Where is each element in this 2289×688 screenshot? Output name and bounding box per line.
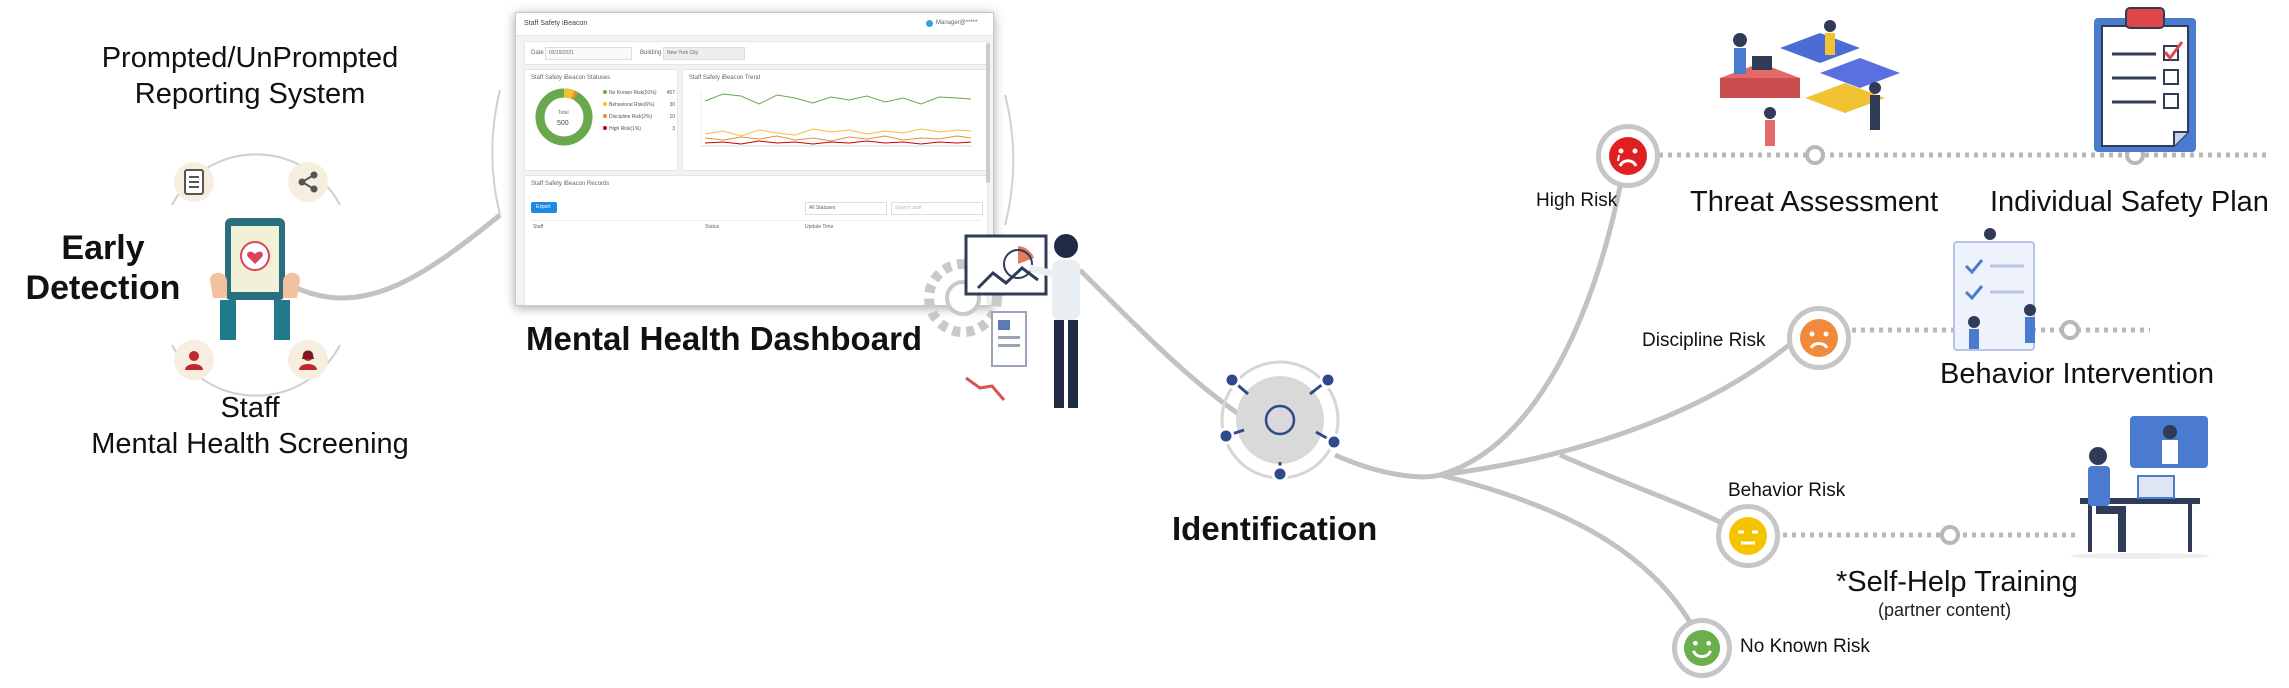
dashboard-window-title: Staff Safety iBeacon	[524, 20, 588, 27]
dashboard-header: Staff Safety iBeacon Manager@*****	[516, 13, 993, 36]
early-detection-title: Early Detection	[25, 229, 181, 307]
crying-face-icon	[1609, 137, 1647, 175]
scrollbar[interactable]	[986, 43, 990, 183]
threat-assessment-illustration	[1710, 18, 1910, 148]
avatar-icon	[926, 20, 933, 27]
trend-title: Staff Safety iBeacon Trend	[689, 75, 761, 81]
data-analyst-illustration	[918, 228, 1088, 428]
col-staff: Staff	[533, 224, 544, 230]
legend-name: High Risk(1%)	[609, 126, 641, 132]
legend-count: 10	[669, 114, 675, 120]
statuses-title: Staff Safety iBeacon Statuses	[531, 75, 611, 81]
female-user-icon	[288, 340, 328, 380]
behavior-risk-label: Behavior Risk	[1728, 480, 1846, 501]
search-staff-input[interactable]: Search staff	[891, 202, 983, 215]
legend-count: 457	[666, 90, 675, 96]
total-label: Total	[558, 110, 569, 116]
tablet-health-illustration	[205, 210, 305, 340]
records-title: Staff Safety iBeacon Records	[531, 181, 610, 187]
screening-title: Staff Mental Health Screening	[91, 392, 409, 460]
partner-content-note: (partner content)	[1878, 600, 2012, 620]
neutral-face-icon	[1729, 517, 1767, 555]
dashboard-user: Manager@*****	[936, 20, 978, 26]
legend-dot	[603, 126, 607, 130]
safety-plan-clipboard-icon	[2090, 4, 2200, 154]
legend-dot	[603, 90, 607, 94]
trend-panel: Staff Safety iBeacon Trend	[682, 69, 988, 171]
user-icon	[174, 340, 214, 380]
threat-assessment-label: Threat Assessment	[1690, 186, 1939, 218]
high-risk-label: High Risk	[1536, 190, 1618, 211]
legend-dot	[603, 102, 607, 106]
share-icon	[288, 162, 328, 202]
no-known-risk-node	[1672, 618, 1732, 678]
safety-plan-label: Individual Safety Plan	[1990, 186, 2269, 218]
legend-row: Behavioral Risk(6%) 30	[603, 102, 675, 114]
discipline-risk-label: Discipline Risk	[1642, 330, 1766, 351]
discipline-risk-node	[1787, 306, 1851, 370]
statuses-donut	[535, 88, 593, 146]
legend-count: 3	[672, 126, 675, 132]
reporting-system-title: Prompted/UnPrompted Reporting System	[101, 42, 399, 110]
identification-label: Identification	[1172, 510, 1378, 547]
statuses-panel: Staff Safety iBeacon Statuses Total 500 …	[524, 69, 678, 171]
date-input[interactable]: 03/19/2021	[545, 47, 632, 60]
export-button[interactable]: Export	[531, 202, 557, 213]
table-divider	[531, 220, 981, 221]
filter-bar: Date 03/19/2021 Building New York City	[524, 41, 988, 65]
building-select[interactable]: New York City	[663, 47, 745, 60]
self-help-training-illustration	[2060, 410, 2210, 560]
legend-name: No Known Risk(91%)	[609, 90, 657, 96]
dashboard-caption: Mental Health Dashboard	[526, 320, 923, 357]
status-filter-select[interactable]: All Statuses	[805, 202, 887, 215]
date-label: Date	[531, 50, 544, 56]
identification-hub-icon	[1210, 350, 1350, 490]
total-value: 500	[557, 120, 569, 127]
dashboard-screenshot: Staff Safety iBeacon Manager@***** Date …	[515, 12, 994, 306]
trend-chart	[700, 91, 973, 147]
legend-count: 30	[669, 102, 675, 108]
legend-row: No Known Risk(91%) 457	[603, 90, 675, 102]
col-status: Status	[705, 224, 720, 230]
self-help-training-label: *Self-Help Training	[1836, 566, 2078, 598]
behavior-intervention-illustration	[1940, 226, 2070, 356]
smile-face-icon	[1683, 629, 1721, 667]
legend-row: High Risk(1%) 3	[603, 126, 675, 138]
building-label: Building	[640, 50, 662, 56]
high-risk-node	[1596, 124, 1660, 188]
col-update-time: Update Time	[805, 224, 834, 230]
legend-name: Behavioral Risk(6%)	[609, 102, 655, 108]
no-known-risk-label: No Known Risk	[1740, 636, 1870, 657]
legend-row: Discipline Risk(2%) 10	[603, 114, 675, 126]
report-form-icon	[174, 162, 214, 202]
sad-face-icon	[1800, 319, 1838, 357]
behavior-intervention-label: Behavior Intervention	[1940, 358, 2215, 390]
legend-dot	[603, 114, 607, 118]
records-panel: Staff Safety iBeacon Records Export All …	[524, 175, 988, 305]
behavior-risk-node	[1716, 504, 1780, 568]
legend-name: Discipline Risk(2%)	[609, 114, 653, 120]
